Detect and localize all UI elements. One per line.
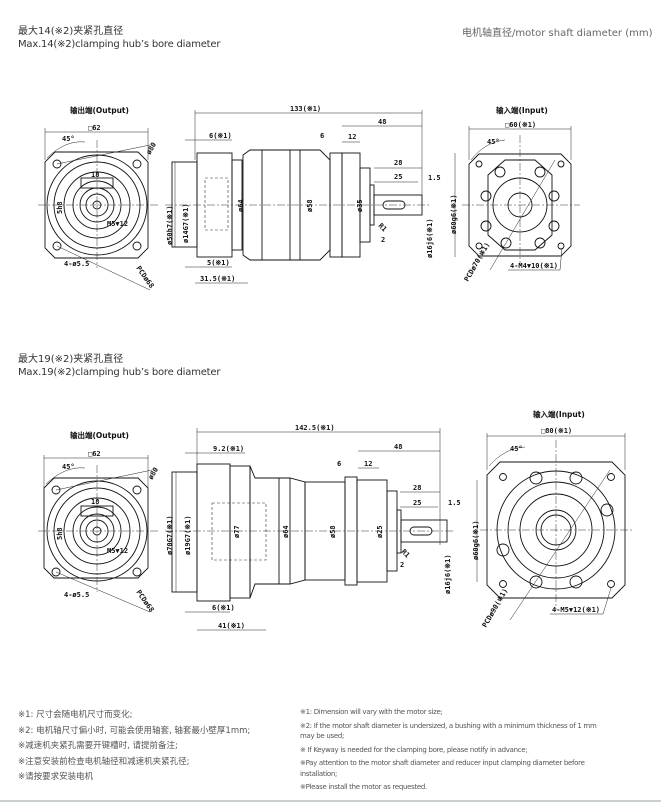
- dim-label: ø35: [356, 199, 364, 212]
- dim-label: 5(※1): [207, 259, 230, 267]
- note-en: ※Please install the motor as requested.: [300, 783, 427, 791]
- dim-label: ø19G7(※1): [184, 515, 192, 555]
- dim-label: ø16j6(※1): [444, 554, 452, 594]
- dim-label: 9.2(※1): [213, 445, 244, 453]
- dim-label: 1.5: [428, 174, 441, 182]
- notes-chinese: ※1: 尺寸会随电机尺寸而变化; ※2: 电机轴尺寸偏小时, 可能会使用轴套, …: [18, 708, 250, 786]
- angle-label: 45°: [487, 138, 500, 146]
- dim-label: 2: [381, 236, 385, 244]
- side-view-2: 142.5(※1) 9.2(※1) 48 6 12 28 25 1.5 ø70G…: [165, 424, 480, 631]
- dim-label: 4-M5▼12(※1): [552, 606, 600, 614]
- dim-label: ø60g6(※1): [472, 520, 480, 560]
- drawing-1: 输出端(Output) □62 45° ø80 18 5h8 M5▼1: [38, 105, 580, 291]
- dim-label: ø16j6(※1): [426, 218, 434, 258]
- dim-label: 48: [394, 443, 402, 451]
- dim-label: 28: [394, 159, 402, 167]
- dim-label: ø50h7(※1): [166, 205, 174, 245]
- output-view-2: 输出端(Output) □62 45° ø80 18 5h8 M5▼1: [38, 430, 160, 614]
- dim-label: 6(※1): [212, 604, 235, 612]
- unit-note: 电机轴直径/motor shaft diameter (mm): [462, 28, 653, 39]
- note-zh: ※1: 尺寸会随电机尺寸而变化;: [18, 710, 133, 720]
- input-title: 输入端(Input): [533, 409, 585, 419]
- dim-label: 25: [413, 499, 421, 507]
- input-title: 输入端(Input): [496, 105, 548, 115]
- angle-label: 45°: [510, 445, 523, 453]
- dim-label: 2: [400, 561, 404, 569]
- dim-label: ø80: [145, 141, 158, 156]
- dim-label: 133(※1): [290, 105, 321, 113]
- dim-label: ø80: [147, 466, 160, 481]
- note-en: ※2: If the motor shaft diameter is under…: [300, 721, 597, 741]
- note-en: ※Pay attention to the motor shaft diamet…: [300, 759, 585, 778]
- output-view-1: 输出端(Output) □62 45° ø80 18 5h8 M5▼1: [38, 105, 158, 291]
- bottom-divider: [0, 800, 661, 802]
- dim-label: □62: [88, 450, 101, 458]
- note-zh: ※减速机夹紧孔需要开键槽时, 请提前备注;: [18, 741, 178, 751]
- dim-label: 6: [320, 132, 324, 140]
- dim-label: 4-ø5.5: [64, 260, 89, 268]
- dim-label: 31.5(※1): [200, 275, 235, 283]
- dim-label: M5▼12: [107, 220, 128, 228]
- note-zh: ※注意安装前检查电机轴径和减速机夹紧孔径;: [18, 756, 190, 767]
- section2-title-zh: 最大19(※2)夹紧孔直径: [18, 354, 124, 365]
- angle-label: 45°: [62, 463, 75, 471]
- note-zh: ※请按要求安装电机: [18, 772, 94, 782]
- dim-label: R1: [400, 548, 412, 560]
- dim-label: ø77: [233, 525, 241, 538]
- note-en: ※1: Dimension will vary with the motor s…: [300, 708, 443, 716]
- input-view-1: 输入端(Input) □60(※1) 45° PCDø70(※1): [462, 105, 580, 283]
- dim-label: 6(※1): [209, 132, 232, 140]
- dim-label: 12: [348, 133, 356, 141]
- dim-label: □80(※1): [541, 427, 572, 435]
- dim-label: 4-ø5.5: [64, 591, 89, 599]
- output-title: 输出端(Output): [70, 430, 129, 440]
- input-view-2: 输入端(Input) □80(※1) 45° PCDø90(※1): [480, 409, 634, 629]
- dim-label: PCDø70(※1): [463, 241, 492, 283]
- notes-english: ※1: Dimension will vary with the motor s…: [300, 707, 600, 793]
- dim-label: M5▼12: [107, 547, 128, 555]
- dim-label: 41(※1): [218, 622, 245, 630]
- dim-label: 5h8: [56, 201, 64, 214]
- dim-label: 6: [337, 460, 341, 468]
- dim-label: 18: [91, 171, 99, 179]
- dim-label: PCDø68: [134, 265, 155, 290]
- dim-label: ø25: [376, 525, 384, 538]
- section1-title-en: Max.14(※2)clamping hub’s bore diameter: [18, 39, 221, 50]
- dim-label: R1: [377, 222, 389, 234]
- dim-label: ø14G7(※1): [182, 203, 190, 243]
- angle-label: 45°: [62, 135, 75, 143]
- dim-label: ø70G7(※1): [166, 515, 174, 555]
- dim-label: 1.5: [448, 499, 461, 507]
- dim-label: 48: [378, 118, 386, 126]
- dim-label: 12: [364, 460, 372, 468]
- dim-label: 18: [91, 498, 99, 506]
- dim-label: ø58: [306, 199, 314, 212]
- output-title: 输出端(Output): [70, 105, 129, 115]
- dim-label: ø58: [329, 525, 337, 538]
- dim-label: 4-M4▼10(※1): [510, 262, 558, 270]
- dim-label: 28: [413, 484, 421, 492]
- note-en: ※ If Keyway is needed for the clamping b…: [300, 745, 528, 754]
- dim-label: ø60g6(※1): [450, 194, 458, 234]
- dim-label: 142.5(※1): [295, 424, 335, 432]
- section1-title-zh: 最大14(※2)夹紧孔直径: [18, 26, 124, 37]
- dim-label: 5h8: [56, 527, 64, 540]
- drawing-2: 输出端(Output) □62 45° ø80 18 5h8 M5▼1: [38, 409, 634, 631]
- side-view-1: 133(※1) 6(※1) 48 6 12 28 25 1.5 ø50h7(※1…: [165, 105, 458, 284]
- dim-label: ø64: [237, 199, 245, 212]
- dim-label: ø64: [282, 525, 290, 538]
- note-zh: ※2: 电机轴尺寸偏小时, 可能会使用轴套, 轴套最小壁厚1mm;: [18, 725, 251, 736]
- dim-label: 25: [394, 173, 402, 181]
- dim-square: □62: [88, 124, 101, 132]
- section2-title-en: Max.19(※2)clamping hub’s bore diameter: [18, 367, 221, 378]
- dim-label: □60(※1): [505, 121, 536, 129]
